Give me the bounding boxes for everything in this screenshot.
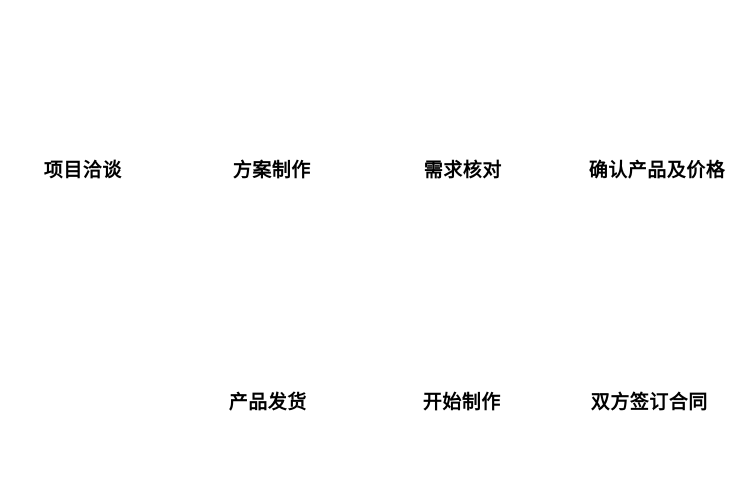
flow-step-product-shipment: 产品发货: [229, 391, 308, 413]
flow-step-start-production: 开始制作: [423, 391, 502, 413]
flow-step-sign-contract: 双方签订合同: [591, 391, 709, 413]
flow-step-requirements-check: 需求核对: [424, 159, 503, 181]
flow-step-project-negotiation: 项目洽谈: [44, 159, 123, 181]
flow-step-plan-creation: 方案制作: [233, 159, 312, 181]
flow-step-confirm-product-price: 确认产品及价格: [589, 159, 726, 181]
